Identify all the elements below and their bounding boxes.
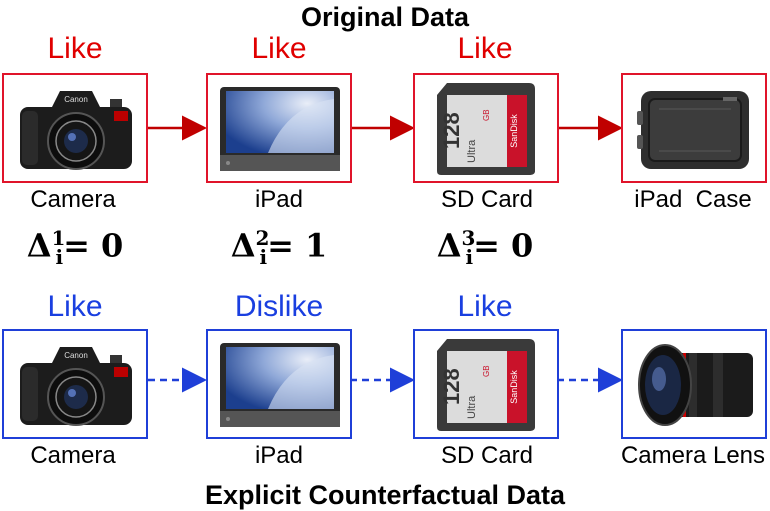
item-box-camera-cf: Canon [2,329,148,439]
svg-text:Canon: Canon [64,351,88,360]
item-caption-ipad: iPad [254,186,304,213]
camera-icon: Canon [20,347,132,426]
svg-text:SanDisk: SanDisk [509,370,519,404]
ipad-icon [220,87,340,171]
item-caption-sdcard: SD Card [440,186,534,213]
pref-label-camera-cf: Like [47,290,103,323]
pref-label-camera: Like [47,32,103,65]
item-box-ipad-cf [206,329,352,439]
sdcard-icon: SanDisk 128 Ultra GB [437,83,535,175]
pref-label-sdcard: Like [457,32,513,65]
svg-text:128: 128 [439,368,464,405]
pref-label-ipad: Like [251,32,307,65]
counterfactual-data-title: Explicit Counterfactual Data [204,480,566,510]
item-box-sdcard: SanDisk 128 Ultra GB [413,73,559,183]
delta-formula-1: Δ1i= 0 [26,226,124,270]
ipad-icon [220,343,340,427]
camera-icon: Canon [20,91,132,170]
item-box-ipad-case [621,73,767,183]
item-caption-ipad-cf: iPad [254,442,304,469]
svg-text:Ultra: Ultra [466,139,478,163]
sdcard-icon: SanDisk 128 Ultra GB [437,339,535,431]
svg-text:SanDisk: SanDisk [509,114,519,148]
pref-label-sdcard-cf: Like [457,290,513,323]
svg-text:Canon: Canon [64,95,88,104]
svg-text:128: 128 [439,112,464,149]
item-box-camera-lens [621,329,767,439]
delta-formula-3: Δ3i= 0 [436,226,534,270]
ipad-case-icon [637,91,749,169]
camera-lens-icon [638,344,753,426]
item-caption-camera: Camera [30,186,116,213]
pref-label-ipad-cf: Dislike [234,290,324,323]
item-caption-ipad-case: iPad Case [634,186,752,213]
delta-formula-2: Δ2i= 1 [230,226,328,270]
item-caption-sdcard-cf: SD Card [440,442,534,469]
item-box-ipad [206,73,352,183]
svg-text:Ultra: Ultra [466,395,478,419]
svg-text:GB: GB [482,109,491,121]
original-data-title: Original Data [300,2,470,32]
item-caption-camera-cf: Camera [30,442,116,469]
item-caption-camera-lens: Camera Lens [620,442,766,469]
item-box-sdcard-cf: SanDisk 128 Ultra GB [413,329,559,439]
svg-text:GB: GB [482,365,491,377]
item-box-camera: Canon [2,73,148,183]
